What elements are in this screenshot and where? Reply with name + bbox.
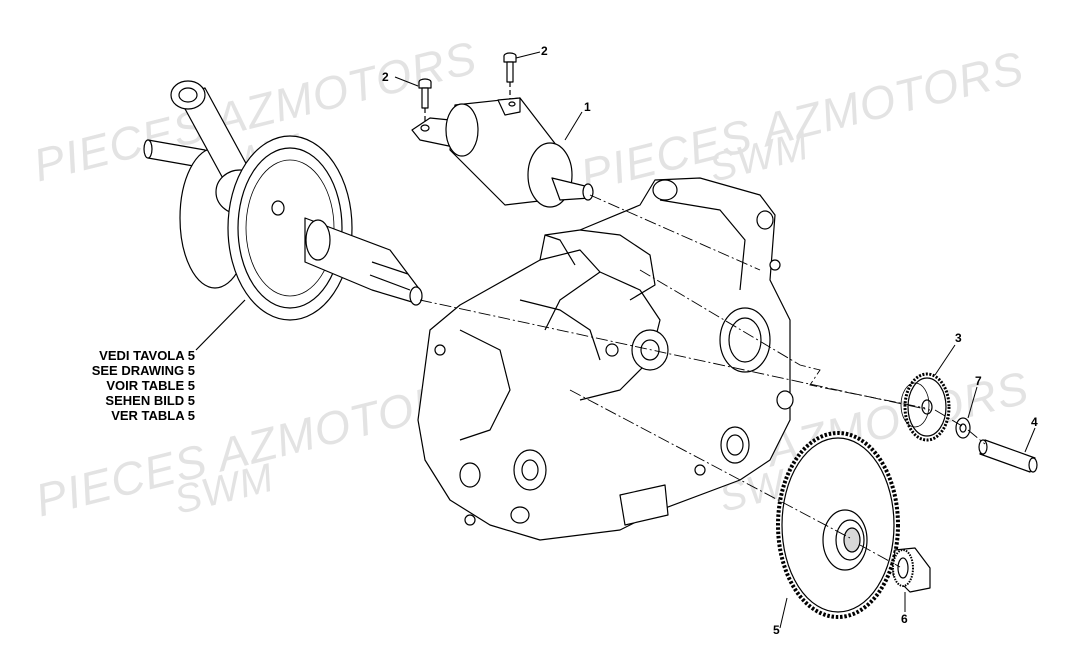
pin-shaft xyxy=(978,439,1038,473)
callout-part-1: 1 xyxy=(584,100,591,114)
callout-leaders xyxy=(394,51,1036,629)
callout-part-7: 7 xyxy=(975,374,982,388)
callout-part-6: 6 xyxy=(901,612,908,626)
bushing xyxy=(955,417,971,439)
reference-line-fr: VOIR TABLE 5 xyxy=(106,378,195,393)
reference-line-en: SEE DRAWING 5 xyxy=(91,363,195,378)
reference-line-it: VEDI TAVOLA 5 xyxy=(99,348,195,363)
crankshaft-assembly xyxy=(143,80,423,321)
starter-driven-gear xyxy=(776,431,900,619)
drawing-reference-note: VEDI TAVOLA 5 SEE DRAWING 5 VOIR TABLE 5… xyxy=(40,348,195,423)
idle-gear xyxy=(900,372,951,442)
callout-part-2-right: 2 xyxy=(541,44,548,58)
needle-bearing xyxy=(892,547,931,593)
reference-line-de: SEHEN BILD 5 xyxy=(105,393,195,408)
bolt-left xyxy=(418,78,432,109)
starter-motor xyxy=(411,97,594,208)
reference-line-es: VER TABLA 5 xyxy=(111,408,195,423)
callout-part-5: 5 xyxy=(773,623,780,637)
bolt-right xyxy=(503,52,517,83)
callout-part-4: 4 xyxy=(1031,415,1038,429)
callout-part-3: 3 xyxy=(955,331,962,345)
assembly-lines xyxy=(419,194,986,568)
callout-part-2-left: 2 xyxy=(382,70,389,84)
crankcase xyxy=(417,177,794,541)
